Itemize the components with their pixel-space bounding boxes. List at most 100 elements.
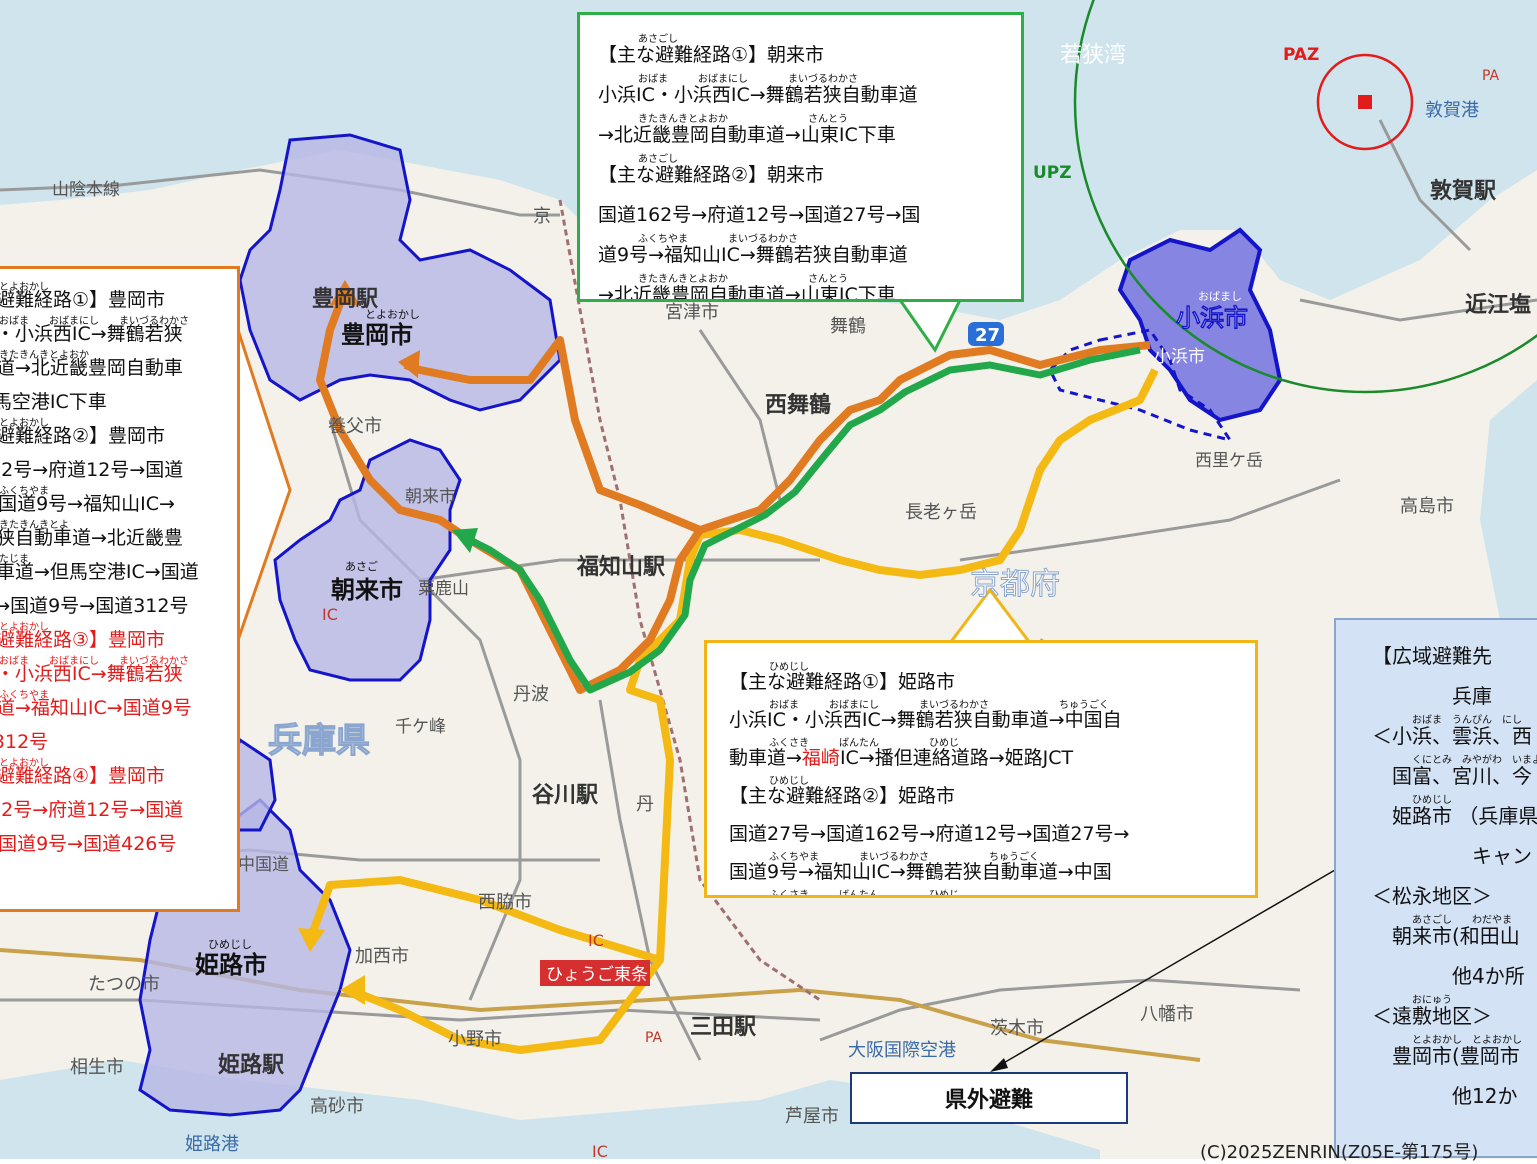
kengai-pointer-line — [994, 869, 1336, 1069]
route-line-text: 道9号→福知山IC→舞鶴若狭自動車道 — [598, 244, 908, 266]
route-line-text: キャン — [1372, 844, 1532, 868]
route-yellow-himeji-branch — [306, 876, 662, 964]
route-orange-toyooka-b — [403, 336, 702, 534]
route-line: ひめじし【主な避難経路①】姫路市 — [729, 663, 1245, 701]
route-line-text: 小浜IC・小浜西IC→舞鶴若狭自動車道→中国自 — [729, 709, 1122, 731]
route-line-part: 動車道→ — [729, 747, 802, 769]
label-fukuchiyama: 福知山駅 — [576, 554, 665, 580]
label-tanigawa: 谷川駅 — [532, 783, 598, 808]
route-line: おにゅう＜遠敷地区＞ — [1372, 996, 1537, 1036]
route-line: 国道27号→国道162号→府道12号→国道27号→ — [729, 815, 1245, 853]
route-line-text: 小浜IC・小浜西IC→舞鶴若狭 — [0, 663, 183, 685]
route-line-text: →国道312号 — [0, 731, 49, 753]
label-ono: 小野市 — [448, 1029, 502, 1050]
label-paz: PAZ — [1283, 45, 1319, 65]
label-takashima: 高島市 — [1400, 496, 1454, 517]
label-ic-tojo: IC — [588, 931, 604, 950]
label-wakasa-bay: 若狭湾 — [1060, 43, 1126, 68]
route-line-text: 舞鶴若狭自動車道→北近畿豊 — [0, 527, 183, 549]
route-line-text: ＜小浜、雲浜、西 — [1372, 724, 1532, 748]
obama-dashed-area — [1048, 328, 1234, 443]
label-yabu: 養父市 — [328, 416, 382, 437]
route-line: ふくちやま まいづるわかさ ちゅうごく国道9号→福知山IC→舞鶴若狭自動車道→中… — [729, 853, 1245, 891]
route-line-text: 自動車道→福知山IC→国道9号 — [0, 697, 192, 719]
label-himeji-station: 姫路駅 — [218, 1052, 284, 1078]
label-maizuru: 舞鶴 — [830, 316, 866, 337]
route-line: きたきんきとよ舞鶴若狭自動車道→北近畿豊 — [0, 521, 231, 555]
route-line-text: 【主な避難経路①】朝来市 — [598, 44, 825, 66]
label-nishi-maizuru: 西舞鶴 — [765, 392, 831, 418]
route-line-text: 国道162号→府道12号→国道 — [0, 799, 184, 821]
label-seiri: 西里ケ岳 — [1195, 451, 1263, 471]
route-line-text: 他12か — [1372, 1084, 1518, 1108]
route-line: 482号→国道9号→国道312号 — [0, 589, 231, 623]
label-tanba: 丹波 — [513, 684, 549, 705]
route-line: ひめじし【主な避難経路②】姫路市 — [729, 777, 1245, 815]
route-line-text: ＜遠敷地区＞ — [1372, 1004, 1492, 1028]
label-aioi: 相生市 — [70, 1057, 124, 1078]
arrow-himeji-b — [298, 928, 325, 952]
route-line-text: 自動車道→北近畿豊岡自動車 — [0, 357, 183, 379]
city-label-himeji: 姫路市 — [195, 951, 267, 979]
route-yellow-himeji — [348, 368, 1159, 1054]
arrow-toyooka — [330, 280, 360, 305]
route-line-text: 【主な避難経路①】豊岡市 — [0, 289, 166, 311]
route-line: ふくちやま まいづるわかさ道9号→福知山IC→舞鶴若狭自動車道 — [598, 235, 1011, 275]
route-line: とよおかし【主な避難経路④】豊岡市 — [0, 759, 231, 793]
route-line-text: 国道162号→府道12号→国道27号→国 — [598, 204, 921, 226]
label-sanindo: 山陰本線 — [52, 180, 120, 200]
label-ibaraki: 茨木市 — [990, 1018, 1044, 1039]
npp-marker — [1358, 95, 1372, 109]
route-line-part: 福崎 — [801, 747, 840, 769]
route-line: キャン — [1372, 836, 1537, 876]
route-line: とよおかし【主な避難経路②】豊岡市 — [0, 419, 231, 453]
label-ashiya: 芦屋市 — [785, 1106, 839, 1127]
route-line-text: 朝来市(和田山 — [1372, 924, 1520, 948]
route-line: あさごし わだやま 朝来市(和田山 — [1372, 916, 1537, 956]
label-pa: PA — [1482, 68, 1500, 84]
route-line-text: 国道27号→国道162号→府道12号→国道27号→ — [729, 823, 1130, 845]
label-miyazu: 宮津市 — [665, 302, 719, 323]
label-obama-highlight: 小浜市 — [1154, 347, 1205, 367]
route-line: ふくちやま27号→国道9号→福知山IC→ — [0, 487, 231, 521]
arrow-himeji-a — [340, 975, 365, 1005]
route-line-text: 【広域避難先 — [1372, 644, 1492, 668]
label-toyooka-station: 豊岡駅 — [312, 286, 378, 312]
city-label-obama: 小浜市 — [1176, 304, 1248, 332]
label-hyogo-tojo: ひょうご東条 — [546, 965, 648, 985]
route-green-asago — [458, 346, 1141, 694]
route-line: 国道162号→府道12号→国道27号→国 — [598, 195, 1011, 235]
label-upz: UPZ — [1033, 163, 1072, 183]
route-orange-toyooka — [316, 288, 1151, 694]
route-line: おばま おばまにし まいづるわかさ ちゅうごく小浜IC・小浜西IC→舞鶴若狭自動… — [729, 701, 1245, 739]
label-hyogo: 兵庫県 — [268, 721, 370, 761]
label-kasai: 加西市 — [355, 946, 409, 967]
route-line-text: 【主な避難経路②】豊岡市 — [0, 425, 166, 447]
out-of-prefecture-evacuation-label: 県外避難 — [850, 1072, 1128, 1124]
route-line: 27号→国道9号→国道426号 — [0, 827, 231, 861]
route-line: 他12か — [1372, 1076, 1537, 1116]
label-ic-bottom: IC — [592, 1142, 608, 1159]
route-line-text: 兵庫 — [1372, 684, 1492, 708]
kengai-pointer-head — [990, 1058, 1008, 1072]
ruby-obama: おばまし — [1198, 290, 1242, 303]
route-line-text: 国富、宮川、今 — [1372, 764, 1532, 788]
route-line: とよおかし【主な避難経路③】豊岡市 — [0, 623, 231, 657]
label-tsuruga-station: 敦賀駅 — [1430, 178, 1496, 204]
label-tatsuno: たつの市 — [88, 974, 160, 995]
route-line-text: 他4か所 — [1372, 964, 1525, 988]
city-label-asago: 朝来市 — [331, 576, 403, 604]
route-line-text: 道→但馬空港IC下車 — [0, 391, 107, 413]
route-line: 兵庫 — [1372, 676, 1537, 716]
label-yahata: 八幡市 — [1140, 1004, 1194, 1025]
route-line: 国道162号→府道12号→国道 — [0, 453, 231, 487]
route-line-text: 27号→国道9号→福知山IC→ — [0, 493, 175, 515]
route-line: 【広域避難先 — [1372, 636, 1537, 676]
panel-himeji-routes: ひめじし【主な避難経路①】姫路市おばま おばまにし まいづるわかさ ちゅうごく小… — [704, 640, 1258, 898]
ruby-text: ふくさき ばんたん ひめじ — [769, 890, 959, 898]
route-line: とよおかし【主な避難経路①】豊岡市 — [0, 283, 231, 317]
upz-circle — [1073, 0, 1537, 394]
